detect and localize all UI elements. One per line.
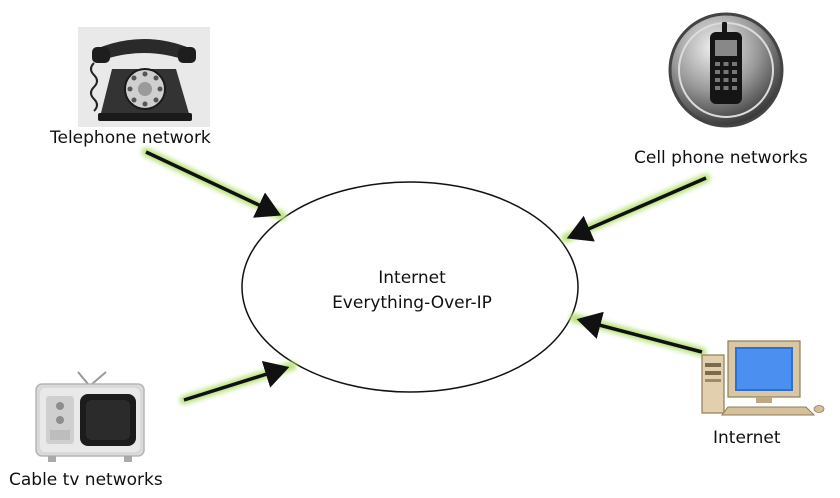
- arrow-computer-to-internet: [569, 311, 707, 357]
- cell-phone-networks-label: Cell phone networks: [634, 148, 808, 168]
- arrow-cabletv-to-internet: [179, 360, 297, 405]
- desktop-computer-icon: [701, 340, 825, 416]
- center-subtitle: Everything-Over-IP: [332, 293, 492, 313]
- rotary-telephone-icon: [78, 27, 210, 127]
- internet-center-label: Internet Everything-Over-IP: [282, 266, 542, 316]
- television-icon: [35, 371, 145, 462]
- internet-node-label: Internet: [713, 428, 781, 448]
- cell-phone-icon: [668, 12, 784, 128]
- cable-tv-networks-label: Cable tv networks: [9, 470, 163, 490]
- internet-ellipse: [241, 181, 579, 393]
- telephone-network-label: Telephone network: [50, 128, 211, 148]
- arrow-telephone-to-internet: [141, 147, 287, 221]
- arrow-cellphone-to-internet: [561, 173, 711, 243]
- center-title: Internet: [378, 268, 446, 288]
